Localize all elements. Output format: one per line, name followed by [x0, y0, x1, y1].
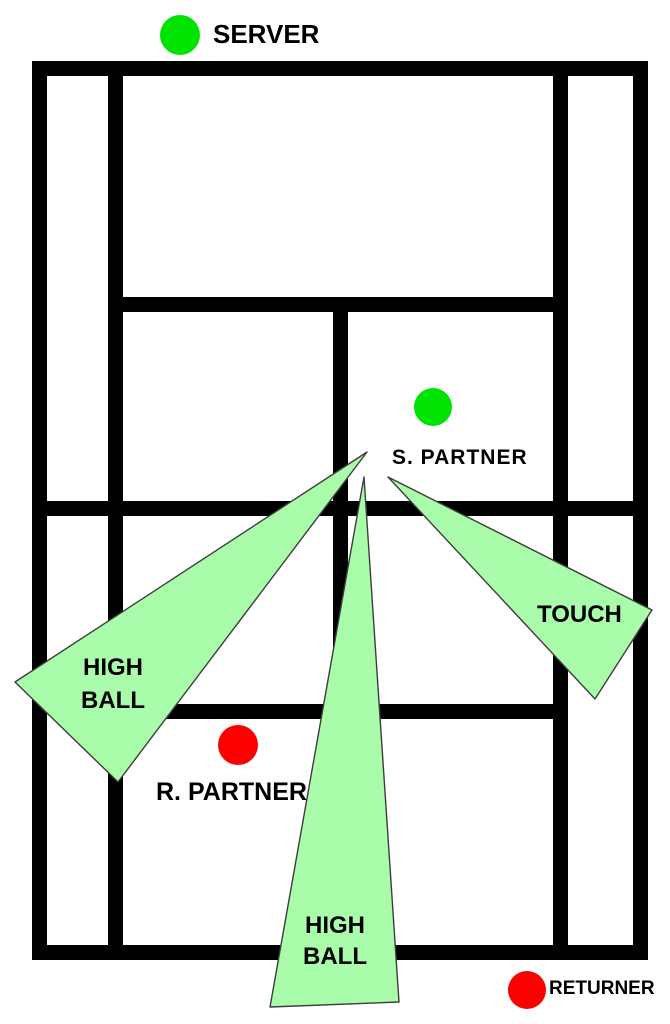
high-ball-left-zone: [14, 451, 368, 783]
high-ball-center-zone: [269, 476, 400, 1008]
r-partner-dot: [218, 725, 258, 765]
returner-label: RETURNER: [549, 978, 655, 999]
high-ball-center-zone-label: HIGH BALL: [265, 910, 405, 972]
doubles-sideline-right: [633, 61, 648, 960]
returner-dot: [508, 971, 546, 1009]
singles-sideline-left: [108, 61, 123, 960]
high-ball-left-zone-label: HIGH BALL: [43, 651, 183, 717]
doubles-sideline-left: [32, 61, 47, 960]
high-ball-center-line2: BALL: [303, 943, 367, 970]
singles-sideline-right: [553, 61, 568, 960]
touch-zone: [387, 476, 653, 700]
player-dots: [160, 15, 546, 1009]
high-ball-left-line2: BALL: [81, 687, 145, 714]
r-partner-label: R. PARTNER: [156, 778, 307, 806]
baseline-top-line: [32, 61, 648, 76]
high-ball-center-line1: HIGH: [305, 912, 365, 939]
high-ball-left-line1: HIGH: [83, 654, 143, 681]
shot-zones: [14, 451, 653, 1008]
s-partner-dot: [414, 388, 452, 426]
touch-zone-label: TOUCH: [537, 601, 622, 628]
server-label: SERVER: [213, 19, 320, 49]
server-dot: [160, 15, 200, 55]
s-partner-label: S. PARTNER: [392, 446, 528, 469]
